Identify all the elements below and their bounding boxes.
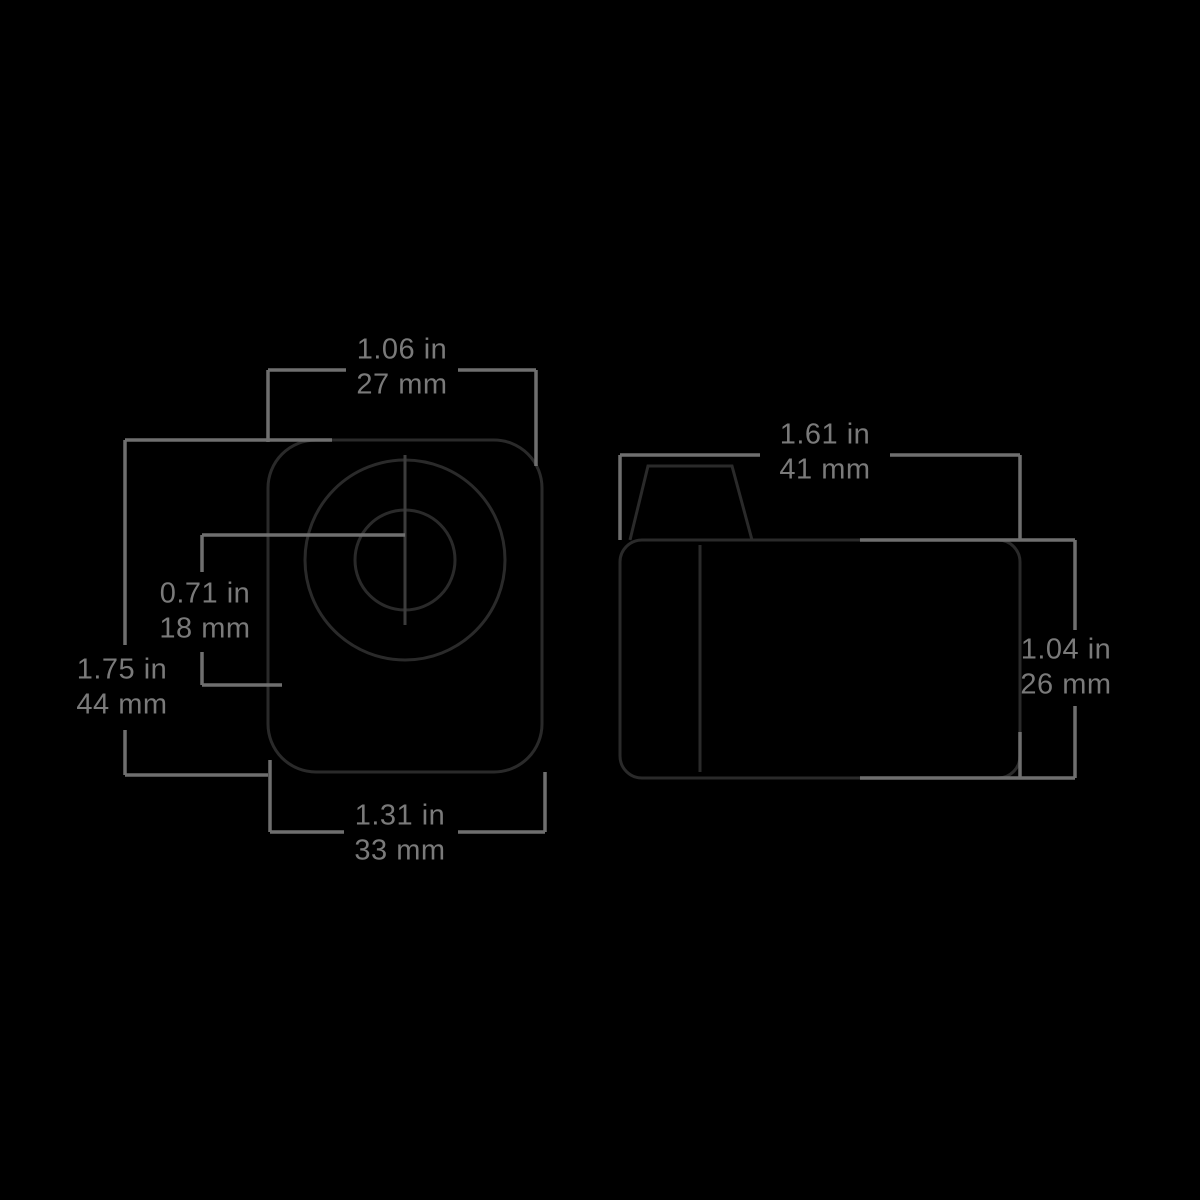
dimension-label-front-lens-offset: 0.71 in 18 mm — [159, 577, 250, 648]
dim-front-top-width-lines — [266, 368, 538, 466]
front-body-outline — [266, 438, 544, 774]
side-mount-outline — [628, 464, 754, 541]
dim-side-height-lines — [860, 538, 1077, 780]
side-view-outline — [618, 464, 1022, 780]
dimension-label-side-depth: 1.61 in 41 mm — [779, 418, 870, 489]
dim-side-depth-lines — [618, 453, 1022, 540]
dimension-value-metric: 18 mm — [159, 613, 251, 645]
dimension-value-inches: 1.61 in — [779, 418, 871, 451]
dimension-value-inches: 0.71 in — [159, 577, 251, 610]
dimension-label-side-height: 1.04 in 26 mm — [1020, 633, 1111, 704]
dimension-label-front-height: 1.75 in 44 mm — [76, 653, 167, 724]
front-view-outline — [266, 438, 544, 774]
dimension-value-inches: 1.06 in — [356, 333, 448, 366]
dim-front-height-lines — [123, 438, 332, 777]
dimension-value-inches: 1.04 in — [1020, 633, 1112, 666]
dim-front-lens-offset-lines — [200, 533, 405, 687]
dimension-label-front-top-width: 1.06 in 27 mm — [356, 333, 447, 404]
dimension-value-metric: 26 mm — [1020, 669, 1112, 701]
dimension-value-metric: 44 mm — [76, 689, 168, 721]
side-body-outline — [618, 538, 1022, 780]
dimension-label-front-bottom-width: 1.31 in 33 mm — [354, 799, 445, 870]
dim-front-bottom-width-lines — [268, 760, 547, 834]
dimension-value-inches: 1.75 in — [76, 653, 168, 686]
dimension-value-metric: 41 mm — [779, 454, 871, 486]
dimension-value-inches: 1.31 in — [354, 799, 446, 832]
dimension-value-metric: 33 mm — [354, 835, 446, 867]
dimension-value-metric: 27 mm — [356, 369, 448, 401]
